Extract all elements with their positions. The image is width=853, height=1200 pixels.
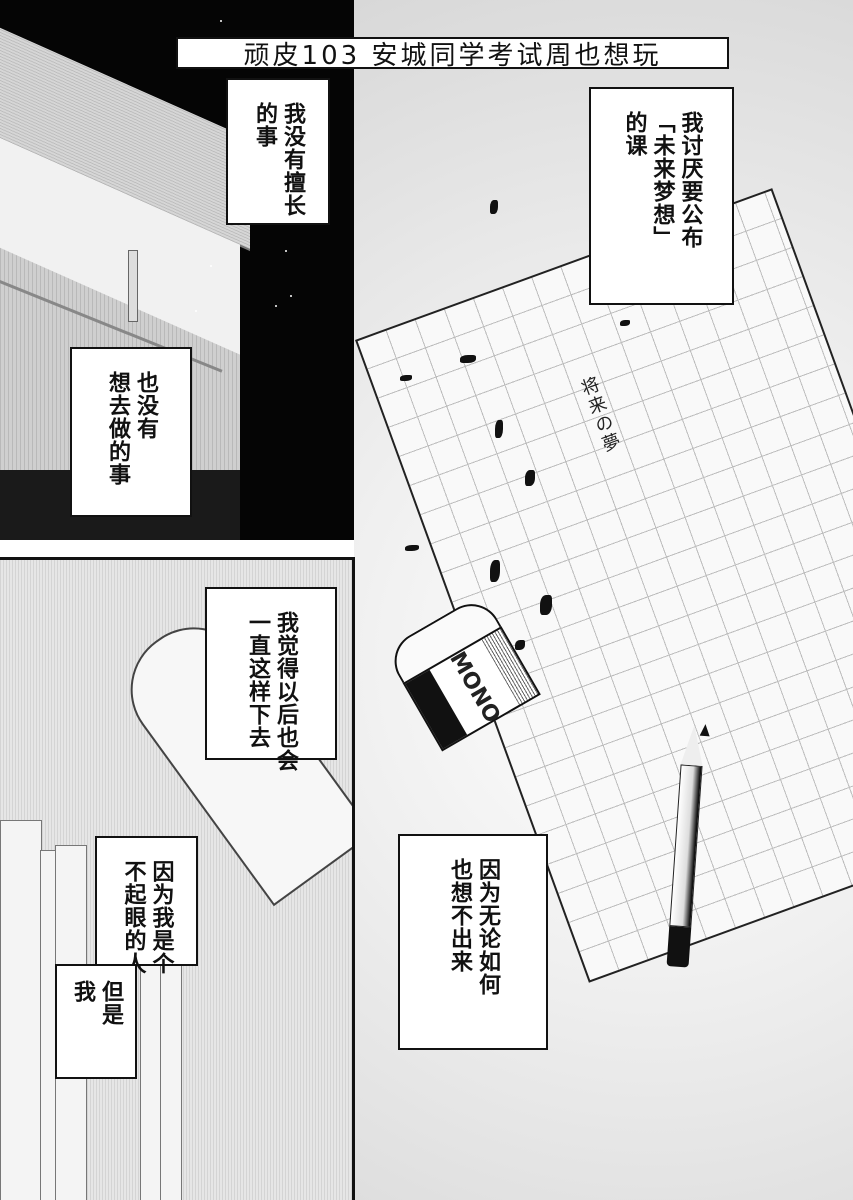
caption-text: 我讨厌要公布 「未来梦想」 的课 — [621, 111, 703, 249]
star — [195, 310, 197, 312]
caption-text: 但是 我 — [70, 980, 123, 1026]
ink-splatter — [525, 470, 535, 486]
caption-text: 也没有 想去做的事 — [105, 371, 158, 486]
chapter-title: 顽皮103 安城同学考试周也想玩 — [176, 37, 729, 71]
caption-cant-think: 因为无论如何 也想不出来 — [398, 834, 548, 1050]
pencil-end — [666, 926, 692, 968]
star — [220, 20, 222, 22]
star — [290, 295, 292, 297]
caption-text: 因为我是个 不起眼的人 — [120, 860, 174, 975]
bookshelf — [0, 820, 42, 1200]
ink-splatter — [490, 560, 500, 582]
star — [275, 305, 277, 307]
caption-text: 因为无论如何 也想不出来 — [447, 858, 500, 996]
bookshelf — [40, 850, 56, 1200]
caption-nothing-to-do: 也没有 想去做的事 — [70, 347, 192, 517]
ink-splatter — [405, 545, 419, 551]
caption-hate-class: 我讨厌要公布 「未来梦想」 的课 — [589, 87, 734, 305]
ink-splatter — [540, 595, 552, 615]
ink-splatter — [515, 640, 525, 650]
caption-no-talent: 我没有擅长 的事 — [226, 78, 330, 225]
pencil-tip — [680, 723, 711, 766]
caption-stay-like-this: 我觉得以后也会 一直这样下去 — [205, 587, 337, 772]
ink-splatter — [620, 320, 630, 326]
caption-text: 我没有擅长 的事 — [252, 102, 305, 217]
bookshelf — [160, 940, 182, 1200]
caption-text: 我觉得以后也会 一直这样下去 — [245, 611, 298, 772]
building-pillar — [128, 250, 138, 322]
star — [210, 265, 212, 267]
caption-joint-border — [135, 964, 198, 966]
caption-but-me: 但是 我 — [55, 964, 137, 1079]
ink-splatter — [490, 200, 498, 214]
star — [285, 250, 287, 252]
ink-splatter — [460, 355, 476, 363]
ink-splatter — [495, 420, 503, 438]
caption-inconspicuous: 因为我是个 不起眼的人 — [95, 836, 198, 975]
ink-splatter — [400, 375, 412, 381]
